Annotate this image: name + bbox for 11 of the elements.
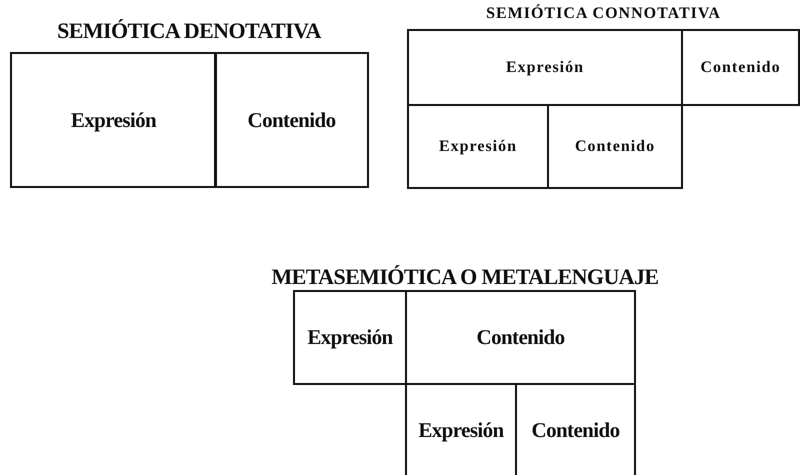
- table-cell: Expresión: [407, 104, 549, 189]
- table-cell: Contenido: [681, 29, 800, 106]
- table-cell: Expresión: [407, 29, 683, 106]
- table-cell: Expresión: [10, 52, 217, 188]
- table-heading: SEMIÓTICA DENOTATIVA: [56, 18, 322, 44]
- table-cell: Contenido: [405, 290, 636, 385]
- table-cell: Contenido: [547, 104, 683, 189]
- table-cell: Contenido: [214, 52, 369, 188]
- table-cell: Expresión: [293, 290, 407, 385]
- table-heading: METASEMIÓTICA O METALENGUAJE: [270, 264, 660, 290]
- table-heading: SEMIÓTICA CONNOTATIVA: [485, 5, 722, 23]
